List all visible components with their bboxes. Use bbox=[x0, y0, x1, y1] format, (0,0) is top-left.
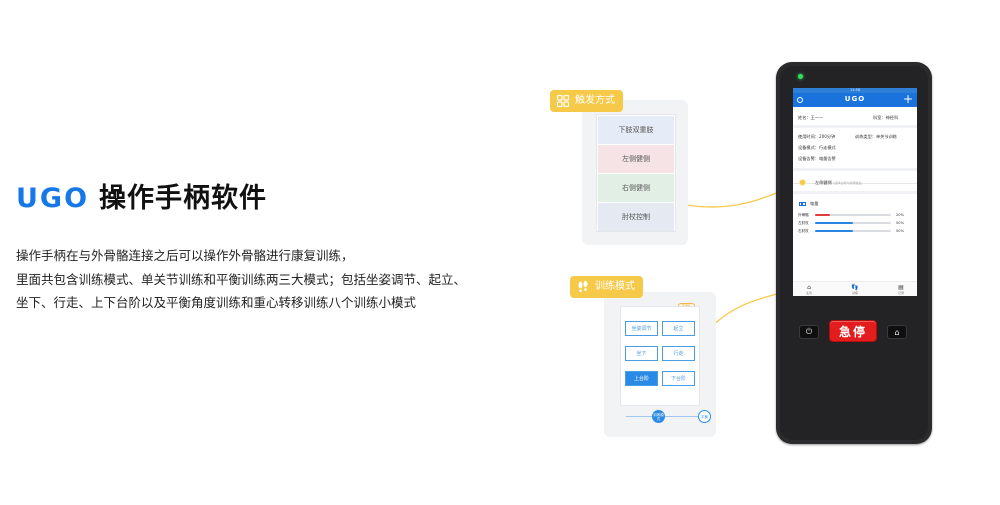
training-type: 训练类型：单关节训练 bbox=[855, 134, 897, 139]
emergency-stop-label: 急停 bbox=[838, 324, 867, 339]
divider bbox=[793, 191, 917, 194]
mode-button[interactable]: 行走 bbox=[662, 346, 695, 361]
battery-row-value: 50% bbox=[896, 229, 904, 233]
trigger-option-label: 右侧健侧 bbox=[622, 184, 650, 192]
description-line: 里面共包含训练模式、单关节训练和平衡训练两三大模式；包括坐姿调节、起立、 bbox=[16, 271, 467, 287]
emergency-stop-button[interactable]: 急停 bbox=[829, 320, 877, 342]
home-icon: ⌂ bbox=[807, 284, 811, 291]
trigger-option-label: 左侧健侧 bbox=[622, 155, 650, 163]
device-mode: 设备模式：行走模式 bbox=[798, 145, 836, 150]
trigger-options-panel: 下肢双重肢 左侧健侧 右侧健侧 肘杖控制 bbox=[596, 114, 676, 232]
plus-icon[interactable]: + bbox=[902, 92, 913, 106]
nav-label: 训练 bbox=[851, 291, 858, 295]
mode-tab-balance[interactable]: 平衡 bbox=[698, 410, 711, 423]
training-modes-panel: 坐姿调节 起立 坐下 行走 上台阶 下台阶 bbox=[620, 306, 700, 406]
gear-icon[interactable] bbox=[797, 97, 803, 103]
trigger-selected-label: 左侧健侧 bbox=[815, 180, 832, 185]
battery-icon bbox=[799, 202, 806, 206]
battery-title: 电量 bbox=[810, 201, 819, 206]
trigger-slider-track bbox=[793, 183, 917, 184]
mode-button[interactable]: 起立 bbox=[662, 321, 695, 336]
mode-button-label: 上台阶 bbox=[633, 376, 649, 382]
home-icon: ⌂ bbox=[894, 327, 900, 337]
battery-bar-fill bbox=[815, 214, 831, 216]
trigger-option-label: 肘杖控制 bbox=[622, 213, 650, 221]
battery-row-value: 20% bbox=[896, 213, 904, 217]
mode-button-active[interactable]: 上台阶 bbox=[625, 371, 658, 386]
battery-bar-track bbox=[815, 230, 891, 232]
footsteps-icon: 👣 bbox=[851, 284, 859, 291]
mode-button[interactable]: 坐下 bbox=[625, 346, 658, 361]
battery-bar-track bbox=[815, 222, 891, 224]
training-mode-tag: 训练模式 bbox=[570, 276, 643, 298]
battery-bar-track bbox=[815, 214, 891, 216]
battery-bar-fill bbox=[815, 222, 853, 224]
training-mode-card: 20% 50% 坐姿调节 起立 坐下 行走 上台阶 下台阶 训练模式 平衡 bbox=[604, 292, 716, 437]
power-icon: ⏻ bbox=[805, 327, 813, 336]
mode-tab-label: 训练模式 bbox=[653, 412, 664, 421]
mode-button-label: 坐下 bbox=[636, 351, 647, 357]
usage-time: 使用时间：200分钟 bbox=[798, 134, 836, 139]
divider bbox=[793, 168, 917, 171]
mode-button[interactable]: 下台阶 bbox=[662, 371, 695, 386]
trigger-selected: 左侧健侧 (选择左侧为健侧触发) bbox=[815, 180, 862, 186]
app-title: UGO bbox=[844, 95, 866, 103]
grid-icon bbox=[556, 94, 570, 108]
description-line: 坐下、行走、上下台阶以及平衡角度训练和重心转移训练八个训练小模式 bbox=[16, 295, 417, 310]
nav-record[interactable]: ▤ 记录 bbox=[891, 284, 911, 295]
trigger-mode-tag-label: 触发方式 bbox=[575, 95, 615, 106]
mode-button-label: 坐姿调节 bbox=[631, 326, 652, 332]
footprints-icon bbox=[578, 280, 588, 293]
status-bar: 11:58 bbox=[793, 88, 917, 93]
status-time: 11:58 bbox=[849, 88, 861, 92]
trigger-hint: (选择左侧为健侧触发) bbox=[833, 181, 863, 185]
mode-button[interactable]: 坐姿调节 bbox=[625, 321, 658, 336]
training-mode-tag-label: 训练模式 bbox=[595, 281, 635, 292]
mode-tab-training[interactable]: 训练模式 bbox=[652, 410, 665, 423]
trigger-option[interactable]: 右侧健侧 bbox=[598, 174, 674, 202]
power-button[interactable]: ⏻ bbox=[799, 325, 819, 339]
page-title: UGO 操作手柄软件 bbox=[16, 176, 267, 215]
battery-row-value: 50% bbox=[896, 221, 904, 225]
power-led bbox=[798, 74, 803, 79]
battery-row-label: 左肘杖 bbox=[798, 221, 809, 225]
trigger-option[interactable]: 肘杖控制 bbox=[598, 203, 674, 231]
app-bar: UGO + bbox=[793, 92, 917, 107]
battery-row-label: 右肘杖 bbox=[798, 229, 809, 233]
trigger-mode-tag: 触发方式 bbox=[550, 90, 623, 112]
title-text: 操作手柄软件 bbox=[99, 183, 268, 214]
department: 科室：神经科 bbox=[873, 115, 899, 120]
divider bbox=[793, 125, 917, 128]
trigger-option[interactable]: 左侧健侧 bbox=[598, 145, 674, 173]
brand-name: UGO bbox=[16, 183, 90, 214]
nav-training[interactable]: 👣 训练 bbox=[845, 284, 865, 295]
record-icon: ▤ bbox=[898, 284, 904, 291]
battery-row-label: 外骨骼 bbox=[798, 213, 809, 217]
trigger-mode-card: 下肢双重肢 左侧健侧 右侧健侧 肘杖控制 bbox=[582, 100, 688, 245]
nav-label: 记录 bbox=[897, 291, 904, 295]
device-alert: 设备告警：电量告警 bbox=[798, 156, 836, 161]
description: 操作手柄在与外骨骼连接之后可以操作外骨骼进行康复训练， 里面共包含训练模式、单关… bbox=[16, 244, 486, 315]
mode-button-label: 行走 bbox=[673, 351, 684, 357]
nav-home[interactable]: ⌂ 主页 bbox=[799, 284, 819, 295]
trigger-slider-knob[interactable] bbox=[799, 179, 806, 186]
trigger-option[interactable]: 下肢双重肢 bbox=[598, 116, 674, 144]
battery-bar-fill bbox=[815, 230, 853, 232]
mode-button-label: 下台阶 bbox=[670, 376, 686, 382]
nav-label: 主页 bbox=[805, 291, 812, 295]
description-line: 操作手柄在与外骨骼连接之后可以操作外骨骼进行康复训练， bbox=[16, 248, 354, 263]
bottom-nav: ⌂ 主页 👣 训练 ▤ 记录 bbox=[793, 281, 917, 296]
patient-name: 姓名：王一一 bbox=[798, 115, 824, 120]
mode-tab-label: 平衡 bbox=[701, 414, 708, 419]
trigger-option-label: 下肢双重肢 bbox=[618, 126, 654, 134]
home-button[interactable]: ⌂ bbox=[887, 325, 907, 339]
mode-button-label: 起立 bbox=[673, 326, 684, 332]
device-screen: 11:58 UGO + 姓名：王一一 科室：神经科 使用时间：200分钟 训练类… bbox=[793, 88, 917, 296]
